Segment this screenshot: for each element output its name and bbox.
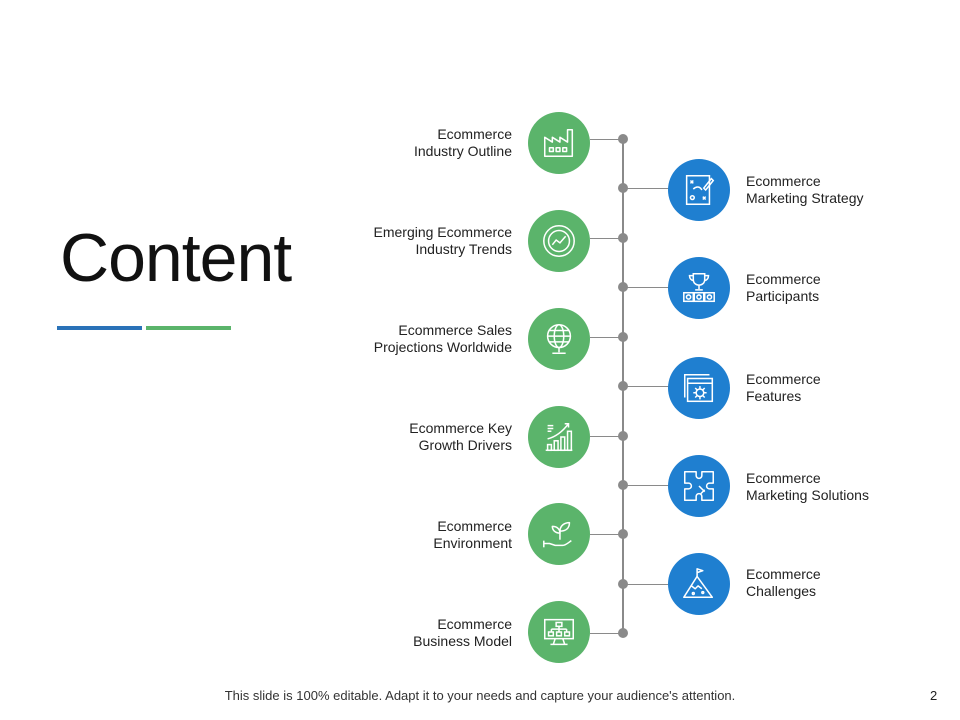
accent-bar-blue [57, 326, 142, 330]
footer-note: This slide is 100% editable. Adapt it to… [224, 688, 736, 703]
timeline-dot [618, 628, 628, 638]
circle-badge [668, 357, 730, 419]
slide-title: Content [60, 220, 292, 296]
connector [590, 534, 623, 535]
right-item-label: Ecommerce Participants [746, 271, 821, 304]
timeline-dot [618, 529, 628, 539]
left-item-label: Ecommerce Industry Outline [413, 126, 512, 159]
connector [590, 436, 623, 437]
timeline-dot [618, 332, 628, 342]
right-item-label: Ecommerce Marketing Solutions [746, 470, 869, 503]
circle-badge [668, 455, 730, 517]
connector [623, 386, 669, 387]
strategy-board-icon [685, 174, 715, 206]
puzzle-icon [683, 470, 715, 502]
circle-badge [528, 210, 590, 272]
right-item-label: Ecommerce Features [746, 371, 821, 404]
circle-badge [528, 601, 590, 663]
timeline-dot [618, 233, 628, 243]
circle-badge [668, 159, 730, 221]
circle-badge [668, 553, 730, 615]
monitor-hierarchy-icon [543, 618, 575, 646]
right-item-label: Ecommerce Marketing Strategy [746, 173, 864, 206]
left-item-label: Ecommerce Business Model [413, 616, 512, 649]
growth-chart-icon [545, 422, 573, 452]
plant-hand-icon [543, 521, 572, 548]
connector [623, 584, 669, 585]
globe-icon [546, 323, 572, 355]
connector [623, 287, 669, 288]
left-item-label: Emerging Ecommerce Industry Trends [373, 224, 513, 257]
left-item-label: Ecommerce Key Growth Drivers [409, 420, 512, 453]
mountain-flag-icon [683, 568, 714, 599]
connector [590, 139, 623, 140]
right-item-label: Ecommerce Challenges [746, 566, 821, 599]
connector [623, 485, 669, 486]
timeline-dot [618, 431, 628, 441]
circle-badge [528, 308, 590, 370]
left-item-label: Ecommerce Environment [433, 518, 512, 551]
trend-target-icon [543, 225, 575, 257]
timeline-dot [618, 282, 628, 292]
timeline-dot [618, 381, 628, 391]
connector [623, 188, 669, 189]
accent-bar-green [146, 326, 231, 330]
factory-icon [543, 128, 574, 158]
timeline-dot [618, 134, 628, 144]
connector [590, 633, 623, 634]
page-number: 2 [930, 688, 938, 703]
trophy-icon [683, 272, 715, 303]
circle-badge [528, 503, 590, 565]
circle-badge [528, 406, 590, 468]
timeline-dot [618, 480, 628, 490]
circle-badge [528, 112, 590, 174]
connector [590, 337, 623, 338]
timeline-dot [618, 579, 628, 589]
left-item-label: Ecommerce Sales Projections Worldwide [373, 322, 512, 355]
connector [590, 238, 623, 239]
timeline-dot [618, 183, 628, 193]
browser-gear-icon [683, 373, 714, 403]
circle-badge [668, 257, 730, 319]
